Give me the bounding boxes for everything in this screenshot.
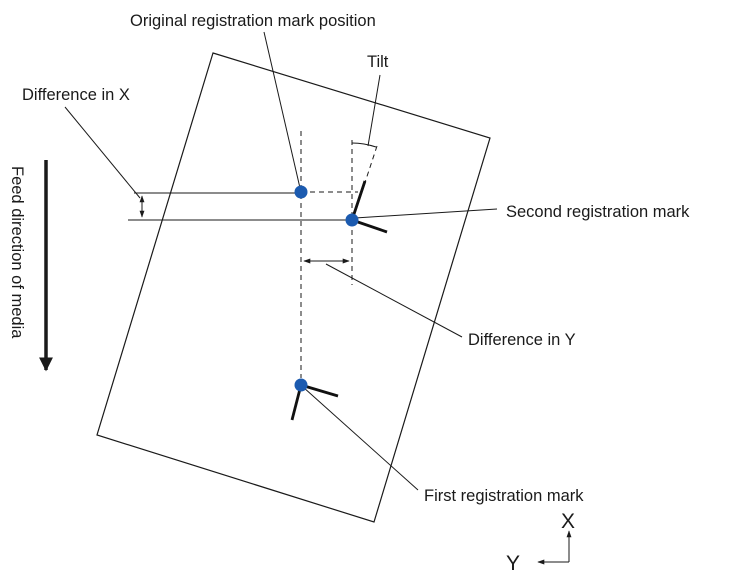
label-original-position: Original registration mark position — [130, 12, 376, 30]
label-second-mark: Second registration mark — [506, 203, 690, 221]
leader-original-position — [263, 31, 301, 189]
label-tilt: Tilt — [367, 53, 389, 71]
label-feed-direction: Feed direction of media — [8, 166, 26, 339]
original-mark-position — [294, 185, 308, 199]
xy-axis-indicator — [537, 530, 572, 565]
axis-label-y: Y — [506, 552, 520, 572]
label-difference-y: Difference in Y — [468, 331, 576, 349]
label-first-mark: First registration mark — [424, 487, 584, 505]
axis-label-x: X — [561, 510, 575, 533]
leader-second-mark — [354, 208, 498, 219]
leader-difference-y — [325, 263, 463, 338]
tilt-arc — [351, 142, 377, 148]
leader-difference-x — [64, 106, 141, 199]
label-difference-x: Difference in X — [22, 86, 130, 104]
first-registration-mark — [290, 378, 339, 421]
leader-tilt — [367, 74, 381, 147]
second-registration-mark — [345, 180, 388, 234]
leader-first-mark — [302, 386, 419, 491]
media-sheet — [96, 52, 491, 523]
